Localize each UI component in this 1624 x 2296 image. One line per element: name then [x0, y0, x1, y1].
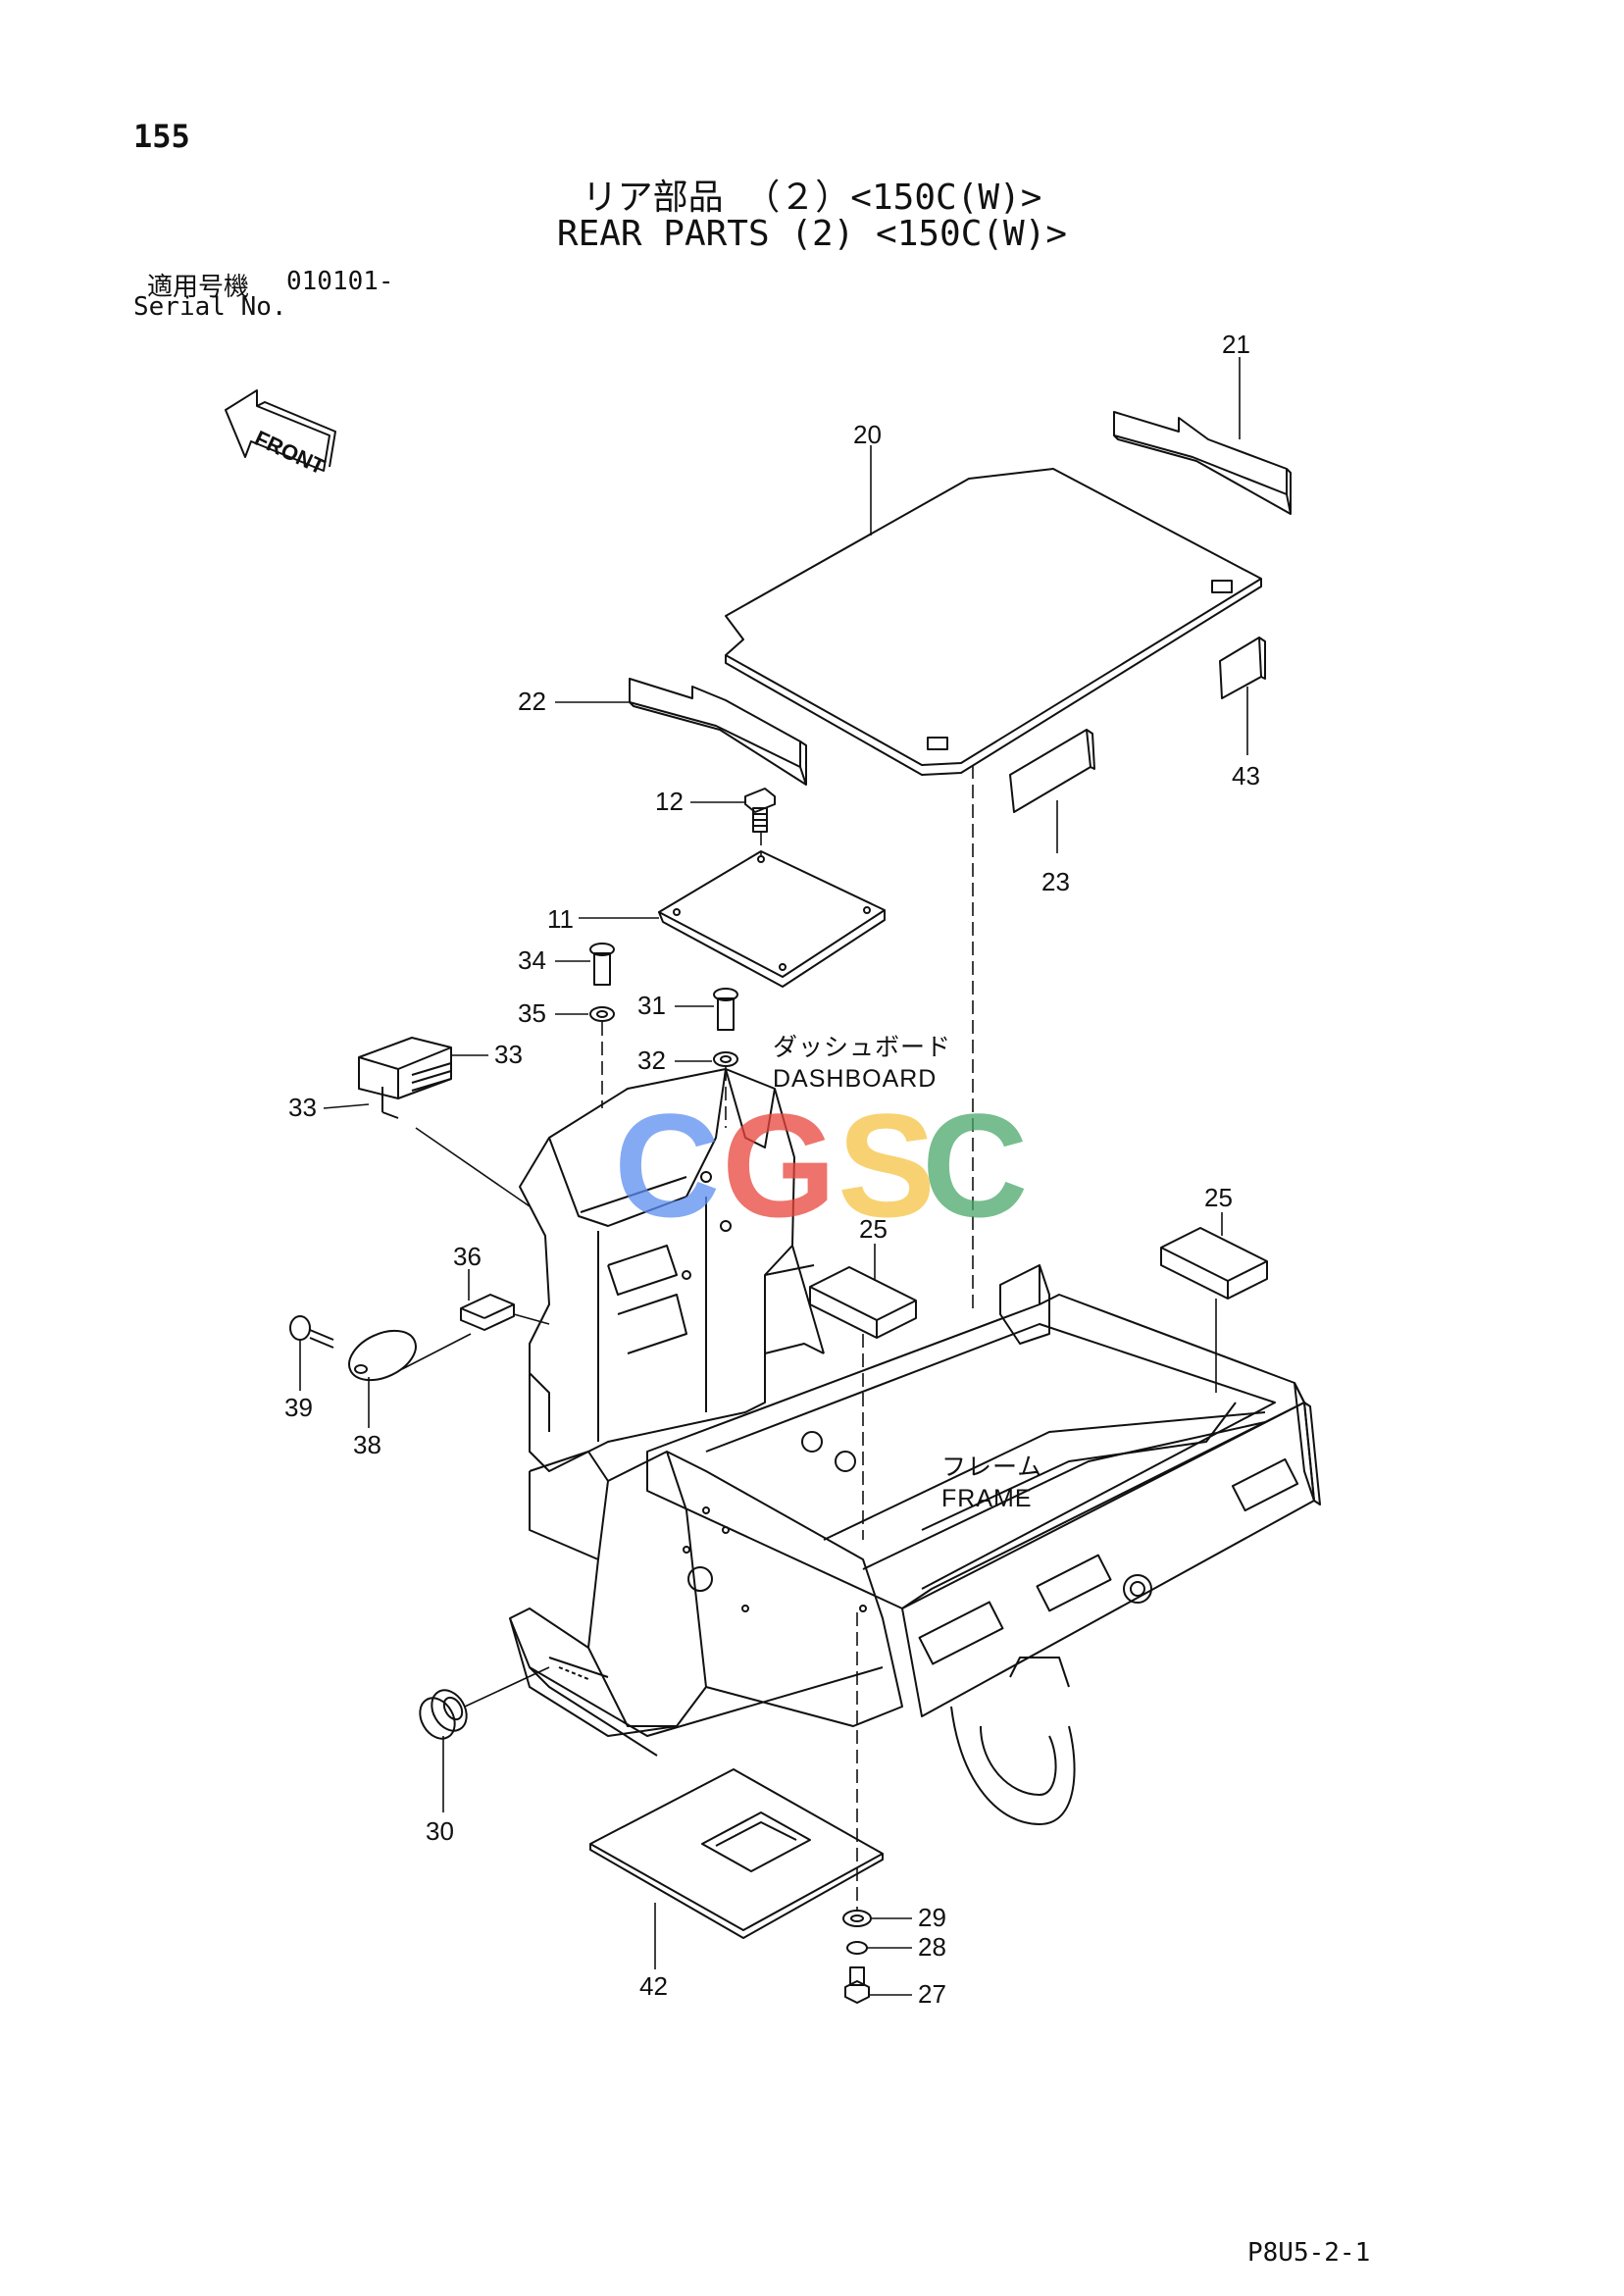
part-label-20: 20 — [853, 420, 882, 449]
front-arrow-label: FRONT — [251, 426, 330, 480]
part-label-42: 42 — [639, 1971, 668, 2001]
part-32-washer — [713, 1051, 738, 1067]
part-label-30: 30 — [426, 1816, 454, 1846]
part-27-bolt — [844, 1966, 870, 2004]
serial-value: 010101- — [286, 267, 394, 296]
part-28-lockwasher — [846, 1941, 868, 1955]
part-label-29: 29 — [918, 1903, 946, 1932]
part-label-25a: 25 — [859, 1214, 888, 1244]
part-label-35: 35 — [518, 998, 546, 1028]
part-label-32: 32 — [637, 1046, 666, 1075]
watermark-letter-c2: C — [922, 1083, 1028, 1248]
part-label-21: 21 — [1222, 330, 1250, 359]
part-label-23: 23 — [1041, 867, 1070, 896]
frame-assembly — [509, 1264, 1321, 1825]
part-35-washer — [589, 1006, 615, 1022]
part-38-plate — [348, 1329, 417, 1382]
part-30-bushing — [419, 1689, 468, 1740]
leader-lines — [299, 357, 1248, 1996]
alignment-lines — [601, 765, 974, 1911]
part-label-28: 28 — [918, 1932, 946, 1962]
part-22-pad — [629, 678, 807, 786]
part-label-43: 43 — [1232, 761, 1260, 791]
footer-code: P8U5-2-1 — [1247, 2238, 1371, 2268]
part-42-plate — [589, 1768, 884, 1939]
part-43-pad — [1219, 637, 1266, 699]
watermark-letter-s: S — [837, 1083, 936, 1248]
part-25a-pad — [809, 1266, 917, 1339]
part-29-washer — [842, 1910, 872, 1927]
part-label-38: 38 — [353, 1430, 381, 1459]
frame-label-jp: フレーム — [941, 1454, 1042, 1481]
part-label-22: 22 — [518, 687, 546, 716]
dashboard-label-en: DASHBOARD — [773, 1065, 937, 1093]
part-11-cover-plate — [658, 850, 886, 988]
watermark-letter-g: G — [722, 1083, 837, 1248]
part-label-11: 11 — [547, 904, 574, 934]
serial-label-japanese: 適用号機 — [147, 273, 250, 302]
part-label-36: 36 — [453, 1242, 482, 1271]
watermark: C G S C — [614, 1083, 1028, 1248]
part-21-pad — [1113, 411, 1292, 515]
part-label-33a: 33 — [494, 1040, 523, 1069]
part-25b-pad — [1160, 1227, 1268, 1300]
part-label-33b: 33 — [288, 1093, 317, 1122]
part-34-bolt — [589, 943, 615, 986]
watermark-letter-c1: C — [614, 1083, 720, 1248]
front-arrow-icon: FRONT — [225, 389, 336, 480]
reference-lines — [401, 1127, 1217, 1708]
part-39-screw — [289, 1315, 334, 1349]
frame-label-en: FRAME — [941, 1485, 1033, 1512]
title-japanese: リア部品 （２）<150C(W)> — [582, 178, 1042, 218]
part-label-25b: 25 — [1204, 1183, 1233, 1212]
serial-label-english: Serial No. — [133, 292, 287, 322]
part-31-bolt — [713, 988, 738, 1031]
part-label-12: 12 — [655, 787, 684, 816]
part-33-duct — [358, 1037, 452, 1119]
part-12-bolt — [744, 788, 776, 833]
part-label-34: 34 — [518, 945, 546, 975]
part-label-39: 39 — [284, 1393, 313, 1422]
part-label-27: 27 — [918, 1979, 946, 2009]
dashboard-assembly — [519, 1068, 825, 1472]
part-36-pad — [460, 1294, 515, 1331]
dashboard-label-jp: ダッシュボード — [773, 1034, 951, 1061]
part-label-31: 31 — [637, 991, 666, 1020]
page-number: 155 — [133, 118, 190, 155]
title-english: REAR PARTS (2) <150C(W)> — [556, 214, 1068, 254]
part-20-floor-mat — [725, 468, 1262, 776]
part-23-pad — [1009, 729, 1095, 813]
